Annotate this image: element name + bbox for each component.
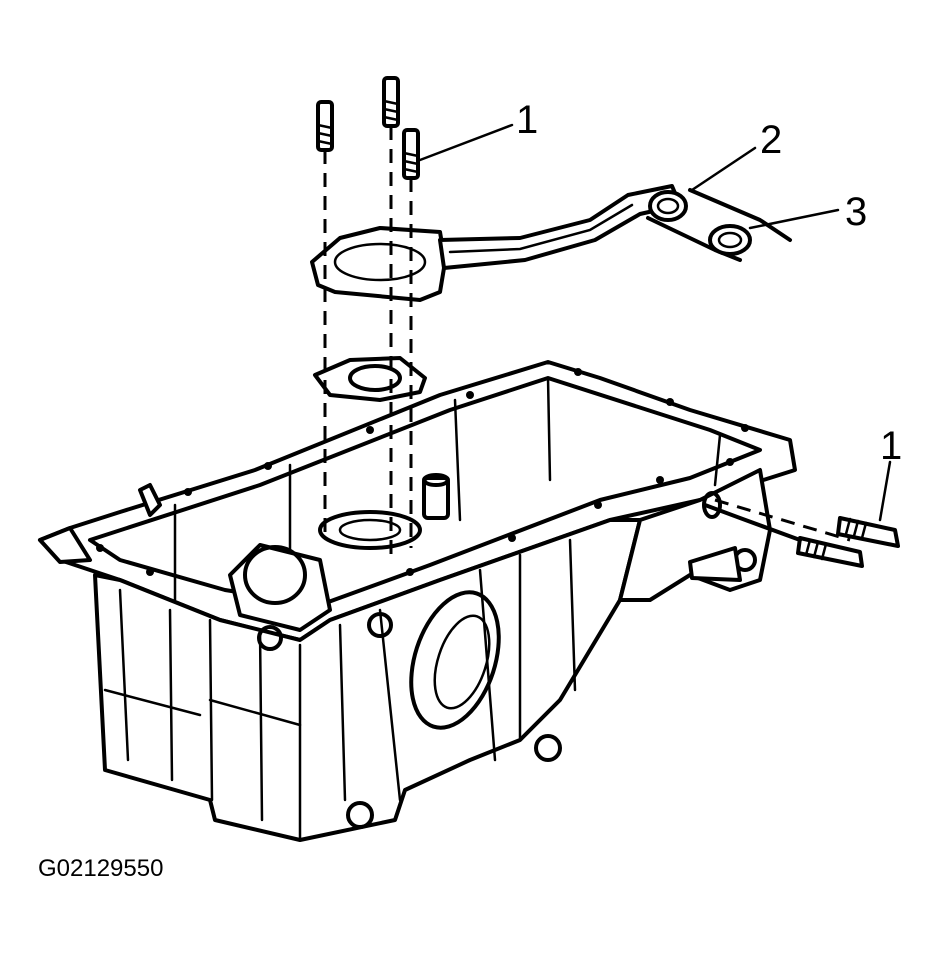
- oil-pump-screen: [310, 184, 792, 302]
- alignment-lines: [323, 126, 851, 560]
- gasket: [313, 356, 427, 402]
- oil-pan: [38, 360, 797, 842]
- side-bolts: [702, 491, 900, 568]
- leader-lines: [418, 123, 892, 522]
- callout-1-side-bolt: 1: [880, 424, 903, 468]
- callout-1-top-bolt: 1: [516, 98, 539, 142]
- figure-id: G02129550: [38, 855, 164, 882]
- top-bolts: [316, 76, 420, 180]
- callout-2-oil-pump-screen: 2: [760, 118, 783, 162]
- callout-3-o-ring: 3: [845, 190, 868, 234]
